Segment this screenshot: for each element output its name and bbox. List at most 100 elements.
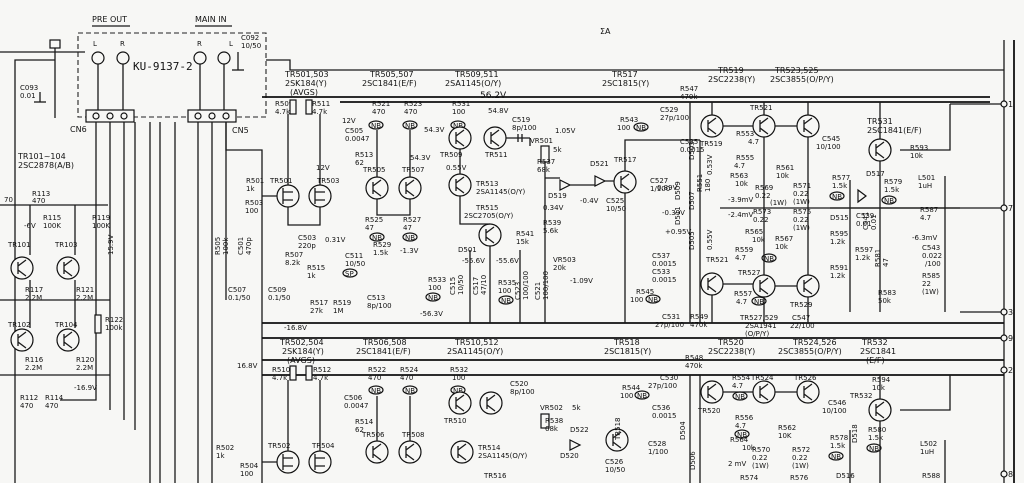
svg-text:NB: NB <box>869 445 879 453</box>
svg-text:-6.3mV: -6.3mV <box>912 234 937 242</box>
svg-text:D517: D517 <box>866 170 885 178</box>
d521-diode <box>594 175 607 187</box>
svg-text:4.7: 4.7 <box>748 138 759 146</box>
tr525-transistor <box>796 114 820 138</box>
svg-text:D515: D515 <box>830 214 849 222</box>
svg-text:TR527: TR527 <box>737 269 761 277</box>
svg-text:7: 7 <box>1008 204 1013 213</box>
svg-text:470k: 470k <box>680 93 698 101</box>
svg-text:TR521: TR521 <box>749 104 773 112</box>
svg-text:22/100: 22/100 <box>790 322 815 330</box>
svg-text:1.5k: 1.5k <box>373 249 389 257</box>
svg-text:TR509: TR509 <box>439 151 463 159</box>
svg-text:1M: 1M <box>333 307 344 315</box>
svg-text:TR510,512: TR510,512 <box>454 338 499 347</box>
svg-text:10/50: 10/50 <box>241 42 261 50</box>
svg-text:R531: R531 <box>452 100 470 108</box>
svg-text:+0.95V: +0.95V <box>665 228 691 236</box>
svg-text:TR513: TR513 <box>475 180 499 188</box>
svg-text:C543: C543 <box>922 244 940 252</box>
svg-text:R114: R114 <box>45 394 64 402</box>
svg-text:TR514: TR514 <box>477 444 501 452</box>
svg-text:D522: D522 <box>570 426 589 434</box>
svg-text:NB: NB <box>405 387 415 395</box>
svg-text:1.5k: 1.5k <box>830 442 846 450</box>
svg-text:20k: 20k <box>553 264 567 272</box>
svg-text:C093: C093 <box>20 84 38 92</box>
svg-text:0.1/50: 0.1/50 <box>268 294 290 302</box>
svg-text:470p: 470p <box>245 237 253 255</box>
tr504-fet <box>308 450 332 474</box>
svg-text:1/100: 1/100 <box>650 185 670 193</box>
svg-text:C513: C513 <box>367 294 385 302</box>
svg-text:C530: C530 <box>660 374 678 382</box>
svg-text:1uH: 1uH <box>918 182 932 190</box>
pre-out-jack-l <box>91 51 105 65</box>
svg-text:NB: NB <box>764 255 774 263</box>
svg-text:10k: 10k <box>735 180 749 188</box>
svg-text:TR104: TR104 <box>54 321 78 329</box>
svg-text:NB: NB <box>428 294 438 302</box>
svg-text:100: 100 <box>498 287 511 295</box>
svg-text:10/100: 10/100 <box>816 143 841 151</box>
svg-text:10/50: 10/50 <box>606 205 626 213</box>
svg-text:4.7: 4.7 <box>732 382 743 390</box>
svg-text:C546: C546 <box>828 399 847 407</box>
svg-text:R549: R549 <box>690 313 708 321</box>
svg-text:0.22: 0.22 <box>752 454 768 462</box>
svg-text:R595: R595 <box>830 230 848 238</box>
svg-text:R544: R544 <box>622 384 641 392</box>
svg-text:0.55V: 0.55V <box>706 229 714 250</box>
svg-text:100k: 100k <box>105 324 123 332</box>
svg-text:D506: D506 <box>689 451 697 470</box>
svg-text:TR505: TR505 <box>362 166 386 174</box>
svg-text:C501: C501 <box>237 237 245 255</box>
svg-text:TR501,503: TR501,503 <box>284 70 329 79</box>
svg-text:R: R <box>197 40 202 48</box>
svg-text:C503: C503 <box>298 234 316 242</box>
svg-text:R588: R588 <box>922 472 940 480</box>
svg-text:NB: NB <box>405 234 415 242</box>
svg-text:R524: R524 <box>400 366 419 374</box>
tr518-transistor <box>605 428 629 452</box>
svg-text:0.0015: 0.0015 <box>652 276 677 284</box>
svg-text:4.7k: 4.7k <box>272 374 288 382</box>
tr515-transistor <box>478 223 502 247</box>
svg-text:10k: 10k <box>776 172 790 180</box>
svg-text:2SC2705(O/Y): 2SC2705(O/Y) <box>464 212 513 220</box>
svg-text:1.05V: 1.05V <box>555 127 576 135</box>
svg-text:47: 47 <box>365 224 374 232</box>
svg-text:0.22: 0.22 <box>793 216 809 224</box>
svg-text:1.5k: 1.5k <box>884 186 900 194</box>
svg-text:(1W): (1W) <box>793 224 810 232</box>
svg-text:NB: NB <box>884 197 894 205</box>
terminal-3 <box>1000 308 1008 316</box>
cn6-label: CN6 <box>70 125 87 134</box>
output-terminals: 1 7 3 9 2 8 <box>1000 100 1013 479</box>
svg-text:-55.6V: -55.6V <box>496 257 519 265</box>
svg-text:(E/F): (E/F) <box>866 356 885 365</box>
svg-text:68k: 68k <box>545 425 559 433</box>
svg-text:NB: NB <box>648 296 658 304</box>
tr514-transistor <box>450 440 474 464</box>
svg-text:2.2M: 2.2M <box>25 364 42 372</box>
svg-text:VR503: VR503 <box>553 256 576 264</box>
svg-text:(1W): (1W) <box>770 199 787 207</box>
tr101-104-label: TR101~104 <box>17 152 66 161</box>
svg-text:C539: C539 <box>856 212 874 220</box>
svg-text:R555: R555 <box>736 154 754 162</box>
svg-text:0.1/50: 0.1/50 <box>228 294 250 302</box>
svg-text:NB: NB <box>636 124 646 132</box>
svg-text:8p/100: 8p/100 <box>367 302 392 310</box>
svg-text:100k: 100k <box>222 237 230 255</box>
tr521-transistor <box>700 272 724 296</box>
tr527-transistor <box>752 274 776 298</box>
svg-text:R538: R538 <box>545 417 563 425</box>
svg-text:TR504: TR504 <box>311 442 335 450</box>
svg-text:R116: R116 <box>25 356 44 364</box>
svg-text:0.53V: 0.53V <box>706 154 714 175</box>
svg-text:R529: R529 <box>373 241 391 249</box>
page-mark: ΣΑ <box>600 27 611 36</box>
svg-text:8: 8 <box>1008 470 1013 479</box>
